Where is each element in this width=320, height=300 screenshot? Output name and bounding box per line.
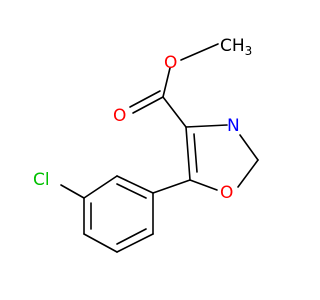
bond-n-c2 (239, 134, 259, 161)
bond-lines (60, 43, 259, 253)
bond-ph-5 (116, 233, 154, 253)
methyl-label: CH3 (220, 36, 252, 58)
bond-c-cl (60, 184, 85, 199)
bond-c4-c5-2 (193, 133, 198, 173)
bond-o-c5 (189, 179, 218, 191)
bond-ph-2 (83, 175, 118, 199)
bond-c2-o (237, 159, 259, 188)
bond-c-o-double-2 (129, 90, 161, 108)
bond-ph-1-inner (116, 183, 147, 199)
ring-oxygen-label: O (220, 183, 233, 203)
chlorine-label: Cl (33, 170, 50, 190)
molecule-structure: CH3 O O N O Cl (33, 36, 259, 253)
bond-c-c4 (162, 96, 187, 128)
bond-c-o-double-1 (132, 96, 164, 114)
ester-oxygen-label: O (164, 53, 177, 73)
atom-labels: CH3 O O N O Cl (33, 36, 252, 203)
bond-o-ch3 (180, 43, 219, 61)
bond-ph-5-inner (116, 228, 147, 245)
nitrogen-label: N (227, 116, 240, 136)
bond-c-o-ester (162, 67, 171, 98)
bond-ph-1 (116, 175, 154, 194)
bond-c5-phenyl (152, 179, 191, 194)
bond-c4-n (185, 124, 228, 128)
bond-ph-4 (83, 233, 118, 253)
bond-c4-c5-1 (185, 126, 191, 181)
carbonyl-oxygen-label: O (113, 106, 126, 126)
